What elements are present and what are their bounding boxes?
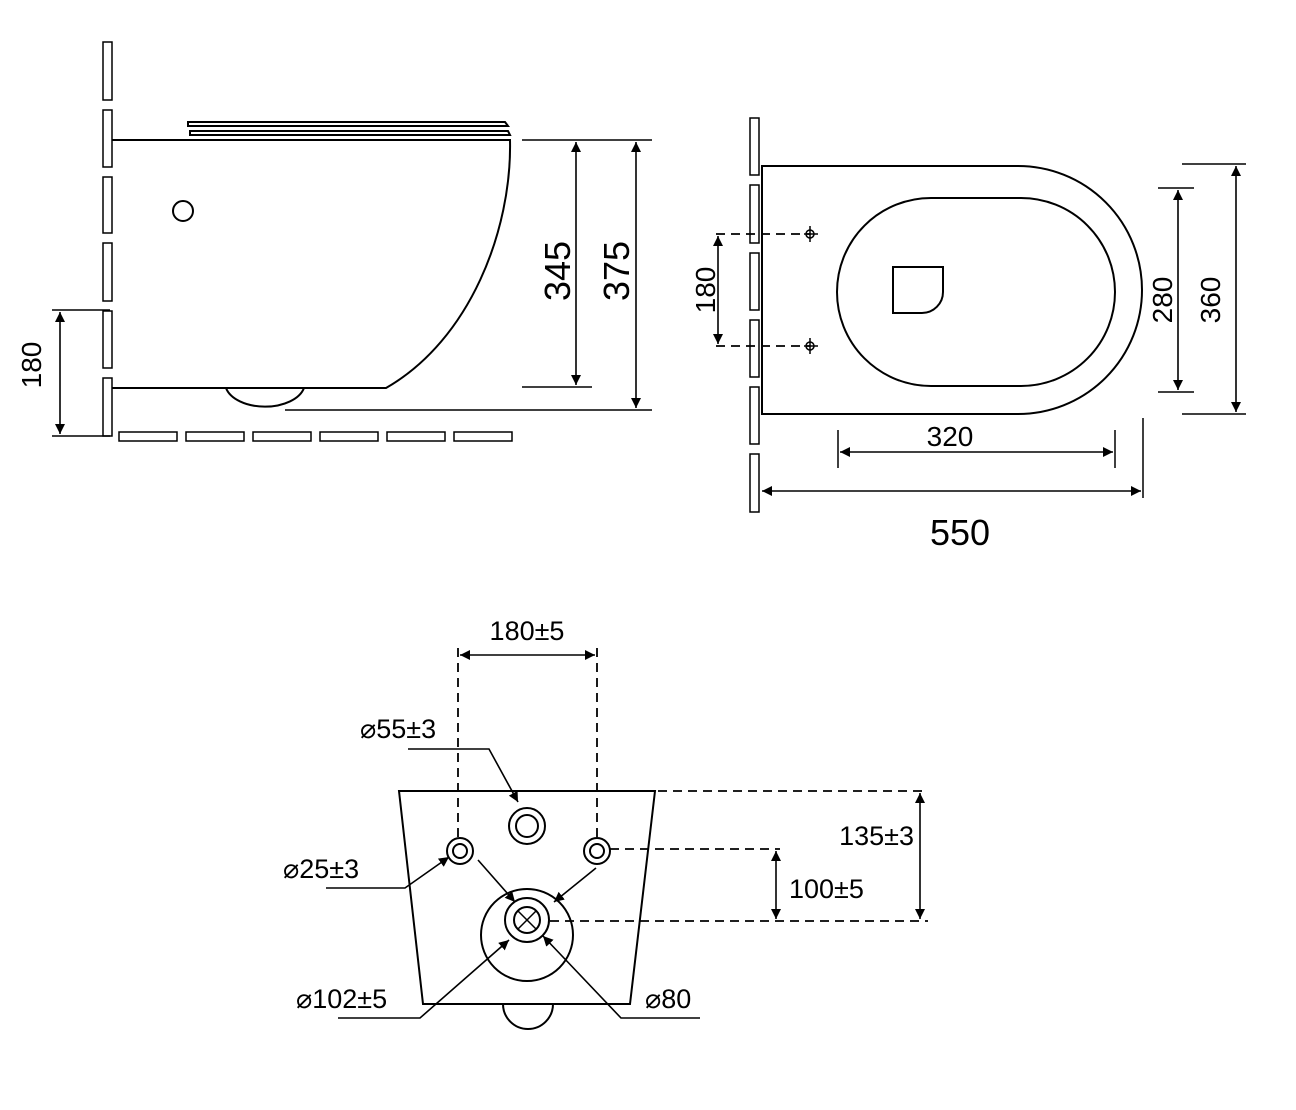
leader-55 [408,748,519,803]
bolt-left-inner [452,843,468,859]
label-360: 360 [1195,277,1226,324]
label-d80: ⌀80 [645,984,691,1014]
bolt-right-outer [583,837,611,865]
bowl-side-profile [112,139,512,389]
outlet-circle-middle [504,897,550,943]
label-100pm5: 100±5 [789,874,864,904]
label-180-side: 180 [16,342,47,389]
bolt-right-inner [589,843,605,859]
outlet-circle-inner [513,906,541,934]
leader-80 [542,935,700,1019]
rear-spigot [502,1003,554,1030]
bolt-left-outer [446,837,474,865]
floor-horizontal [118,431,513,442]
label-320: 320 [927,421,974,452]
label-375: 375 [596,241,637,301]
label-180pm5: 180±5 [490,616,565,646]
bolt-mark-top [804,226,818,242]
outlet-spigot [225,387,305,408]
rear-body-outline [397,790,657,1005]
label-280: 280 [1147,277,1178,324]
outlet-circle-outer [480,888,574,982]
bowl-inner-oval [836,197,1116,387]
label-180-top: 180 [690,267,721,314]
inlet-circle-outer [508,807,546,845]
flush-hole [892,266,944,314]
rear-view: 180±5 135±3 100±5 ⌀55±3 ⌀25±3 ⌀102±5 ⌀80 [283,616,928,1030]
label-345: 345 [537,241,578,301]
label-d55: ⌀55±3 [360,714,436,744]
wall-vertical-top [749,117,760,513]
side-view: 345 375 180 [16,41,652,442]
label-135pm3: 135±3 [839,821,914,851]
leader-25 [326,856,450,889]
label-550: 550 [930,512,990,553]
bowl-outer-outline [761,165,1143,415]
wall-vertical [102,41,113,437]
top-view: 180 280 360 320 550 [690,117,1246,553]
inlet-hole [172,200,194,222]
leader-102 [338,939,510,1019]
seat-lid [187,121,512,136]
label-d102: ⌀102±5 [296,984,387,1014]
label-d25: ⌀25±3 [283,854,359,884]
bolt-mark-bottom [804,338,818,354]
inlet-circle-inner [515,814,539,838]
